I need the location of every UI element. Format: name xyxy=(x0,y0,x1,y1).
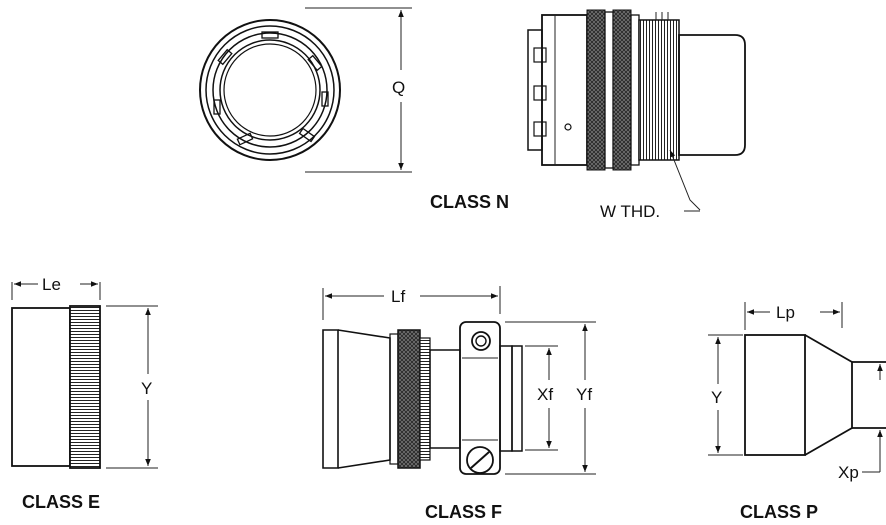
class-n-side-view xyxy=(527,9,746,171)
class-p-y-dimension: Y xyxy=(708,334,743,456)
class-e-y-dimension: Y xyxy=(106,305,158,469)
dim-xf-label: Xf xyxy=(537,385,553,404)
class-n-caption: CLASS N xyxy=(430,192,509,212)
class-f-drawing xyxy=(322,321,523,475)
dim-lp-label: Lp xyxy=(776,303,795,322)
le-dimension: Le xyxy=(11,275,101,300)
class-e-drawing xyxy=(11,305,101,469)
dim-y-label-p: Y xyxy=(711,388,722,407)
q-dimension: Q xyxy=(305,7,412,173)
class-f-caption: CLASS F xyxy=(425,502,502,522)
dim-yf-label: Yf xyxy=(576,385,592,404)
class-p-drawing xyxy=(744,334,886,456)
dim-lf-label: Lf xyxy=(391,287,405,306)
yf-dimension: Yf xyxy=(505,321,596,475)
lf-dimension: Lf xyxy=(322,286,501,320)
dim-le-label: Le xyxy=(42,275,61,294)
xf-dimension: Xf xyxy=(525,345,558,451)
class-n-front-view xyxy=(199,19,341,161)
xp-dimension: Xp xyxy=(838,364,883,482)
dim-q-label: Q xyxy=(392,78,405,97)
dim-xp-label: Xp xyxy=(838,463,859,482)
w-thread-callout: W THD. xyxy=(600,149,701,221)
class-p-caption: CLASS P xyxy=(740,502,818,522)
lp-dimension: Lp xyxy=(744,302,843,330)
thread-label: W THD. xyxy=(600,202,660,221)
dim-y-label-e: Y xyxy=(141,379,152,398)
class-e-caption: CLASS E xyxy=(22,492,100,512)
